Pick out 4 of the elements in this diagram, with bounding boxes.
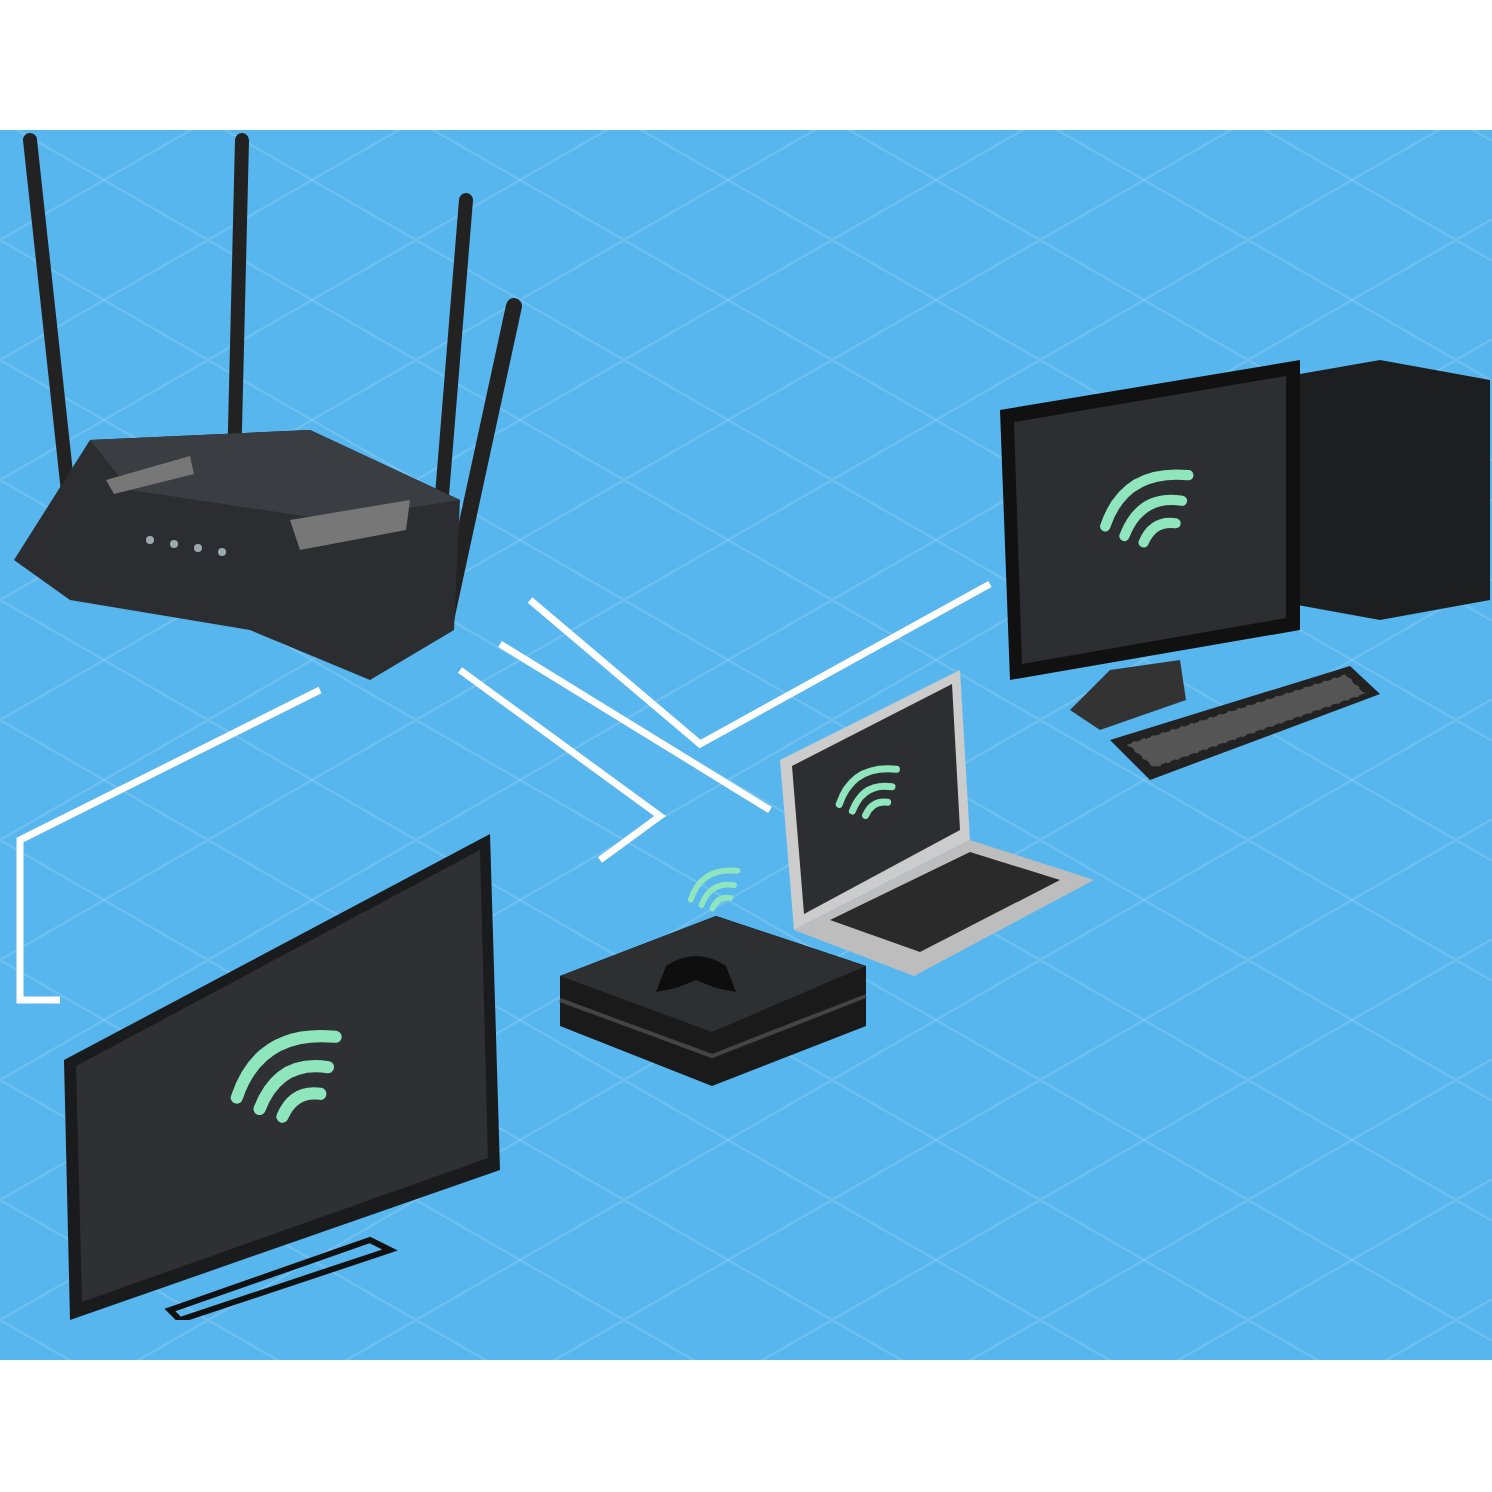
connection-line [527,580,992,749]
connection-line [16,686,322,1004]
connection-line [498,641,772,813]
connection-line [457,667,666,863]
